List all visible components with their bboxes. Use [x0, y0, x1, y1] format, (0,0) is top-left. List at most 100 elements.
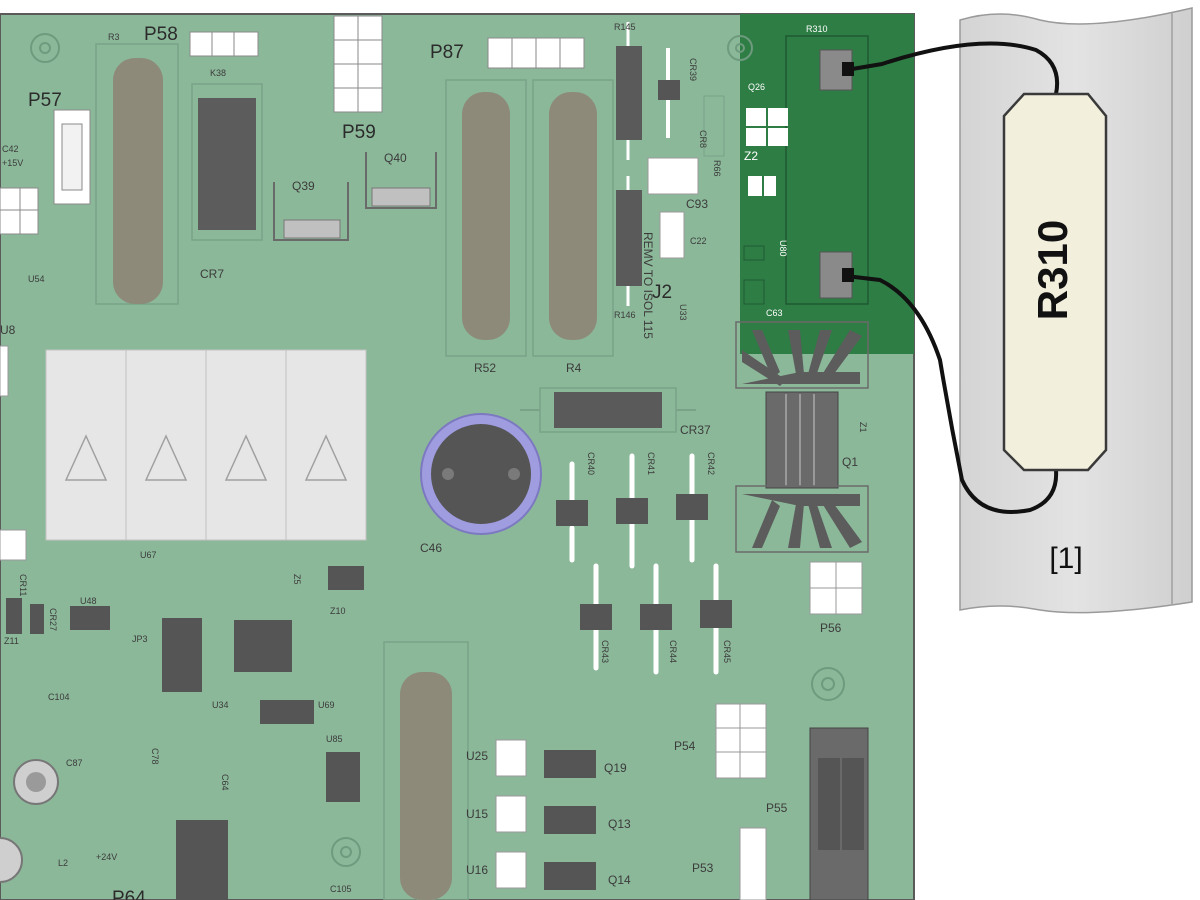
connector-p58: [189, 31, 259, 57]
heatsink-top: [735, 321, 869, 389]
label-c42: C42: [2, 144, 19, 154]
mounting-holes: [30, 33, 845, 867]
resistor-r4: [532, 79, 614, 357]
label-p54: P54: [674, 739, 696, 753]
relay-bank: [45, 349, 367, 541]
label-c64: C64: [220, 774, 230, 791]
label-u69: U69: [318, 700, 335, 710]
diode-cr39: [658, 48, 680, 138]
label-jp3: JP3: [132, 634, 148, 644]
diode-cr37: [520, 387, 696, 433]
label-cr41: CR41: [646, 452, 656, 475]
external-resistor-label: R310: [1029, 220, 1076, 320]
label-c48: +15V: [2, 158, 23, 168]
label-u54: U54: [28, 274, 45, 284]
connector-p53: [739, 827, 767, 900]
label-cr37: CR37: [680, 423, 711, 437]
label-q13: Q13: [608, 817, 631, 831]
connector-p54: [715, 703, 767, 779]
label-z11: Z11: [4, 636, 19, 646]
label-r146: R146: [614, 310, 636, 320]
connector-p87: [487, 37, 585, 69]
label-l2: L2: [58, 858, 68, 868]
label-p53: P53: [692, 861, 714, 875]
connector-p59: [333, 15, 383, 113]
connector-p56: [809, 561, 863, 615]
external-resistor-r310: [1002, 92, 1108, 472]
label-p55: P55: [766, 801, 788, 815]
label-u25: U25: [466, 749, 488, 763]
white-connectors: [0, 345, 527, 889]
label-cr7: CR7: [200, 267, 224, 281]
label-p57: P57: [28, 90, 62, 111]
label-u16: U16: [466, 863, 488, 877]
label-u48: U48: [80, 596, 97, 606]
reference-label: [1]: [1049, 542, 1082, 575]
label-p87: P87: [430, 42, 464, 63]
label-c104: C104: [48, 692, 70, 702]
label-u80: U80: [778, 240, 788, 257]
label-cr27: CR27: [48, 608, 58, 631]
label-q40: Q40: [384, 151, 407, 165]
diode-array: [556, 453, 732, 675]
label-p64: P64: [112, 888, 146, 900]
label-c22: C22: [690, 236, 707, 246]
label-u15: U15: [466, 807, 488, 821]
capacitor-c22: [659, 211, 685, 259]
misc-components: [0, 566, 596, 900]
label-cr43: CR43: [600, 640, 610, 663]
resistor-bottom: [383, 641, 469, 900]
label-r3: R3: [108, 32, 120, 42]
label-r4: R4: [566, 361, 582, 375]
diode-r145-block: [616, 22, 642, 306]
transistor-q40: [365, 152, 437, 209]
transistor-q1: [765, 391, 839, 489]
label-c93: C93: [686, 197, 708, 211]
label-c87: C87: [66, 758, 83, 768]
component-r66: [703, 95, 725, 157]
label-cr40: CR40: [586, 452, 596, 475]
label-z2: Z2: [744, 149, 758, 163]
label-j2: J2: [652, 282, 672, 303]
label-q14: Q14: [608, 873, 631, 887]
label-p59: P59: [342, 122, 376, 143]
label-z1: Z1: [858, 422, 868, 433]
heatsink-bottom: [735, 485, 869, 553]
label-p58: P58: [144, 24, 178, 45]
label-u85: U85: [326, 734, 343, 744]
label-u67: U67: [140, 550, 157, 560]
board-labels: P58 P57 P59 P87 J2 P56 P54 P55 P53 P64 R…: [0, 22, 868, 900]
label-k38: K38: [210, 68, 226, 78]
label-cr42: CR42: [706, 452, 716, 475]
resistor-r52: [445, 79, 527, 357]
label-r310-pcb: R310: [806, 24, 828, 34]
label-c78: C78: [150, 748, 160, 765]
capacitor-c93: [647, 157, 699, 195]
label-q39: Q39: [292, 179, 315, 193]
label-cr39: CR39: [688, 58, 698, 81]
label-r52: R52: [474, 361, 496, 375]
label-rem-to-isol: REMV TO ISOL 115: [641, 232, 655, 339]
label-cr44: CR44: [668, 640, 678, 663]
label-c105: C105: [330, 884, 352, 894]
label-u34: U34: [212, 700, 229, 710]
label-u33: U33: [678, 304, 688, 321]
connector-p55: [809, 727, 869, 900]
resistor-wires: [844, 41, 1059, 514]
label-cr11: CR11: [18, 574, 28, 596]
label-p56: P56: [820, 621, 842, 635]
label-cr8: CR8: [698, 130, 708, 148]
capacitor-c46: [420, 413, 542, 535]
connector-p57: [53, 109, 91, 205]
resistor-r3: [95, 43, 179, 305]
label-q26: Q26: [748, 82, 765, 92]
highlight-components: [743, 35, 869, 305]
relay-k38: [191, 83, 263, 241]
label-c46: C46: [420, 541, 442, 555]
label-q19: Q19: [604, 761, 627, 775]
label-24v: +24V: [96, 852, 117, 862]
label-u8: U8: [0, 323, 16, 337]
label-q1: Q1: [842, 455, 858, 469]
